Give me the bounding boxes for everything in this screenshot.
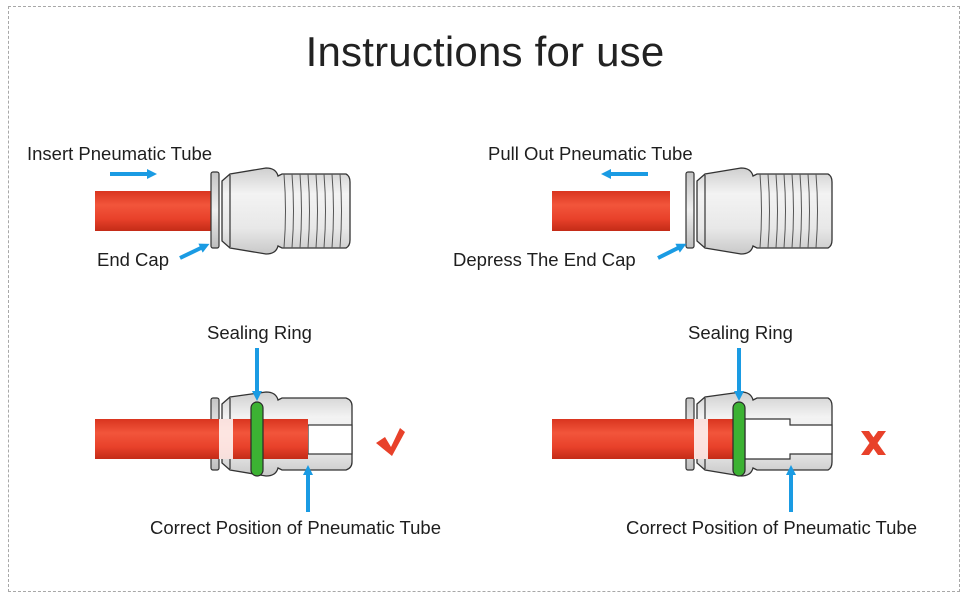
- cross-mark-icon: [861, 431, 886, 455]
- depress-cap-pointer-arrow: [657, 243, 687, 260]
- pneumatic-tube: [95, 191, 213, 231]
- sealing-ring: [250, 401, 264, 477]
- end-cap-pointer-arrow: [179, 243, 210, 260]
- check-mark-icon: [376, 428, 405, 456]
- pneumatic-tube: [552, 419, 738, 459]
- sealing-ring: [732, 401, 746, 477]
- correct-position-label: Correct Position of Pneumatic Tube: [150, 517, 442, 538]
- depress-end-cap-label: Depress The End Cap: [453, 249, 636, 270]
- end-cap: [210, 171, 220, 249]
- pneumatic-tube: [95, 419, 308, 459]
- end-cap-label: End Cap: [97, 249, 169, 270]
- end-cap: [685, 171, 695, 249]
- page-title: Instructions for use: [305, 28, 665, 75]
- dashed-border-frame: [8, 6, 960, 592]
- sealing-ring-label-correct: Sealing Ring: [207, 322, 312, 343]
- incorrect-panel: [552, 348, 886, 512]
- insert-tube-label: Insert Pneumatic Tube: [27, 143, 213, 164]
- remove-panel: [552, 167, 833, 260]
- incorrect-position-label: Correct Position of Pneumatic Tube: [626, 517, 918, 538]
- sealing-ring-label-incorrect: Sealing Ring: [688, 322, 793, 343]
- correct-panel: [95, 348, 405, 512]
- fitting-body: [696, 167, 833, 255]
- insert-panel: [95, 167, 351, 260]
- pneumatic-tube: [552, 191, 670, 231]
- pull-out-tube-label: Pull Out Pneumatic Tube: [488, 143, 693, 164]
